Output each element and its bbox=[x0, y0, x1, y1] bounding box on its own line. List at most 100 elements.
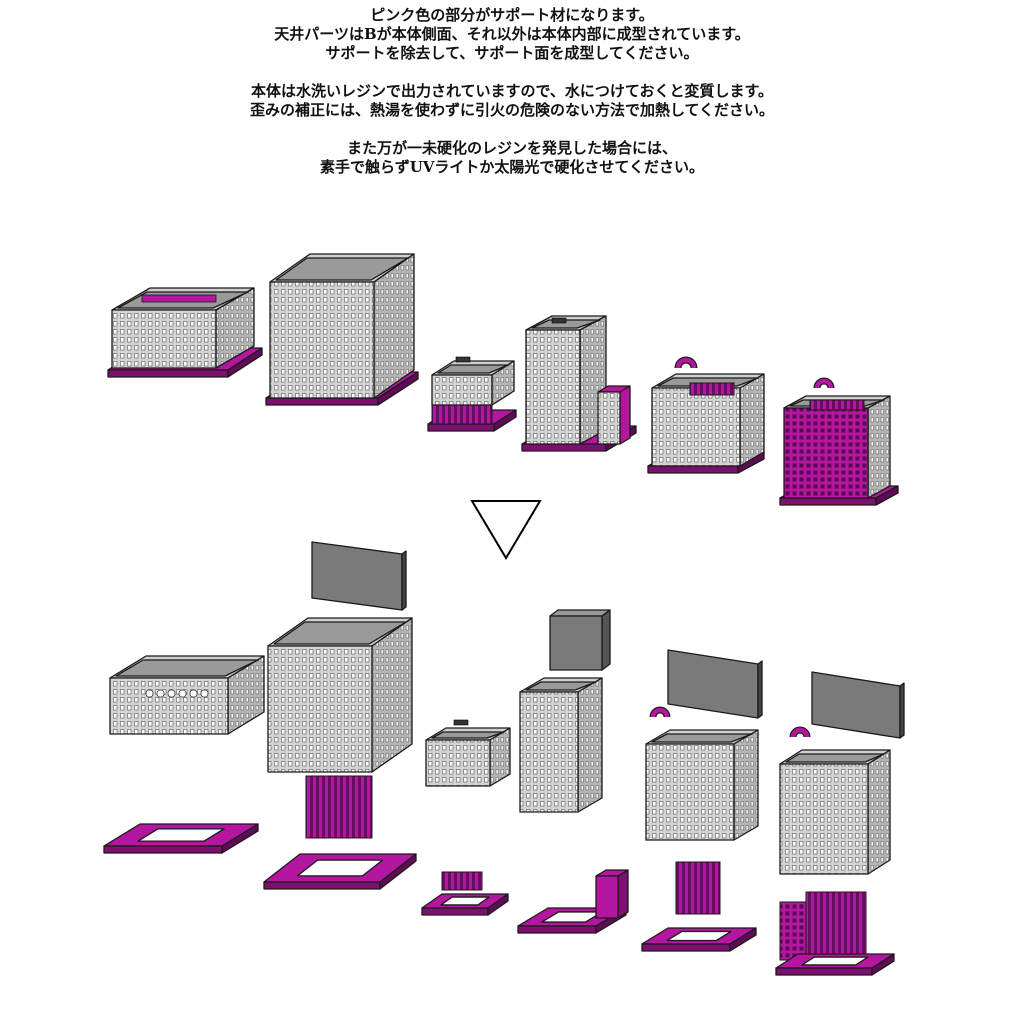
interior-hollow bbox=[651, 733, 753, 743]
orientation-mark bbox=[453, 719, 469, 726]
support-frame-hole bbox=[440, 896, 490, 906]
orientation-mark bbox=[455, 356, 471, 363]
box-front bbox=[269, 281, 375, 399]
roof-panel-edge bbox=[757, 660, 763, 719]
support-base-edge bbox=[263, 881, 381, 890]
support-comb bbox=[441, 871, 483, 891]
support-frame-hole bbox=[137, 828, 225, 842]
interior-hollow bbox=[431, 731, 505, 739]
support-inner bbox=[141, 294, 217, 303]
support-comb-inner bbox=[689, 382, 735, 396]
box-front bbox=[549, 615, 603, 671]
instruction-line: 素手で触らずUVライトか太陽光で硬化させてください。 bbox=[320, 158, 704, 176]
down-triangle-icon bbox=[470, 500, 542, 560]
box-front bbox=[651, 387, 741, 467]
instruction-line: また万が一未硬化のレジンを発見した場合には、 bbox=[346, 139, 677, 157]
box-front bbox=[645, 743, 735, 841]
support-base-edge bbox=[103, 845, 223, 854]
box-top bbox=[549, 609, 611, 617]
box-front bbox=[519, 691, 579, 813]
ring-part bbox=[650, 707, 670, 718]
support-comb-inner bbox=[809, 399, 865, 411]
box-side bbox=[601, 609, 611, 671]
box-side bbox=[371, 617, 413, 773]
box-side bbox=[619, 385, 631, 445]
instruction-line: ピンク色の部分がサポート材になります。 bbox=[370, 6, 654, 24]
after-part-a2 bbox=[263, 541, 417, 890]
instruction-paragraph-3: また万が一未硬化のレジンを発見した場合には、 素手で触らずUVライトか太陽光で硬… bbox=[0, 139, 1024, 177]
interior-hollow bbox=[785, 753, 885, 763]
instruction-line: 天井パーツはBが本体側面、それ以外は本体内部に成型されています。 bbox=[274, 25, 750, 43]
ring-part bbox=[790, 727, 810, 738]
support-comb bbox=[305, 775, 373, 839]
interior-arch bbox=[178, 689, 187, 698]
box-front bbox=[267, 645, 373, 773]
before-part-b1 bbox=[107, 287, 263, 378]
support-frame-hole bbox=[801, 956, 869, 966]
support-frame-hole bbox=[296, 859, 384, 877]
support-base-edge bbox=[221, 823, 259, 854]
after-part-a6 bbox=[775, 671, 905, 976]
support-base-edge bbox=[729, 927, 757, 952]
roof-panel-edge bbox=[899, 682, 905, 739]
before-part-b6 bbox=[779, 377, 899, 506]
support-base-edge bbox=[227, 347, 263, 378]
support-base-edge bbox=[871, 953, 895, 976]
interior-arch bbox=[189, 689, 198, 698]
support-frame-hole bbox=[666, 930, 732, 942]
support-base-edge bbox=[641, 943, 731, 952]
box-front bbox=[597, 391, 621, 445]
box-front bbox=[779, 763, 869, 875]
support-base-edge bbox=[107, 369, 229, 378]
support-base-edge bbox=[487, 893, 509, 916]
support-base-edge bbox=[779, 497, 877, 506]
box-front bbox=[109, 677, 229, 735]
after-part-a5 bbox=[641, 649, 763, 952]
interior-hollow bbox=[115, 659, 259, 677]
box-front bbox=[595, 875, 619, 919]
roof-panel bbox=[311, 541, 403, 611]
box-side bbox=[733, 729, 759, 841]
box-front bbox=[111, 309, 217, 369]
instruction-line: サポートを除去して、サポート面を成型してください。 bbox=[325, 44, 699, 62]
support-base-edge bbox=[875, 485, 899, 506]
after-part-a4 bbox=[517, 609, 629, 934]
box-side bbox=[867, 749, 891, 875]
before-parts-row bbox=[107, 253, 899, 506]
before-part-b4 bbox=[521, 315, 637, 452]
box-front bbox=[431, 374, 493, 406]
interior-arch bbox=[145, 689, 154, 698]
support-base-edge bbox=[427, 423, 495, 432]
instruction-paragraph-1: ピンク色の部分がサポート材になります。 天井パーツはBが本体側面、それ以外は本体… bbox=[0, 6, 1024, 63]
box-front bbox=[783, 407, 869, 499]
before-part-b5 bbox=[647, 356, 765, 474]
interior-arch bbox=[167, 689, 176, 698]
support-comb bbox=[675, 861, 721, 915]
support-base-edge bbox=[521, 443, 607, 452]
interior-arch bbox=[156, 689, 165, 698]
support-base-edge bbox=[265, 397, 379, 406]
after-part-a3 bbox=[421, 719, 511, 916]
support-base-edge bbox=[493, 409, 517, 432]
roof-panel-edge bbox=[401, 550, 407, 611]
interior-hollow bbox=[275, 257, 409, 281]
before-part-b3 bbox=[427, 356, 517, 432]
support-grid bbox=[779, 901, 807, 961]
ring-part bbox=[675, 357, 697, 369]
support-base-edge bbox=[517, 925, 597, 934]
instruction-line: 本体は水洗いレジンで出力されていますので、水につけておくと変質します。 bbox=[250, 82, 773, 100]
interior-hollow bbox=[273, 621, 407, 645]
interior-hollow bbox=[531, 319, 601, 329]
roof-panel bbox=[811, 671, 901, 739]
after-parts-row bbox=[103, 541, 905, 976]
orientation-mark bbox=[551, 317, 567, 324]
support-base-edge bbox=[775, 967, 873, 976]
interior-hollow bbox=[525, 681, 597, 691]
box-side bbox=[617, 869, 629, 919]
interior-hollow bbox=[437, 364, 509, 374]
instruction-paragraph-2: 本体は水洗いレジンで出力されていますので、水につけておくと変質します。 歪みの補… bbox=[0, 82, 1024, 120]
support-base-edge bbox=[647, 465, 739, 474]
instructions-text: ピンク色の部分がサポート材になります。 天井パーツはBが本体側面、それ以外は本体… bbox=[0, 6, 1024, 177]
support-base-edge bbox=[377, 371, 419, 406]
